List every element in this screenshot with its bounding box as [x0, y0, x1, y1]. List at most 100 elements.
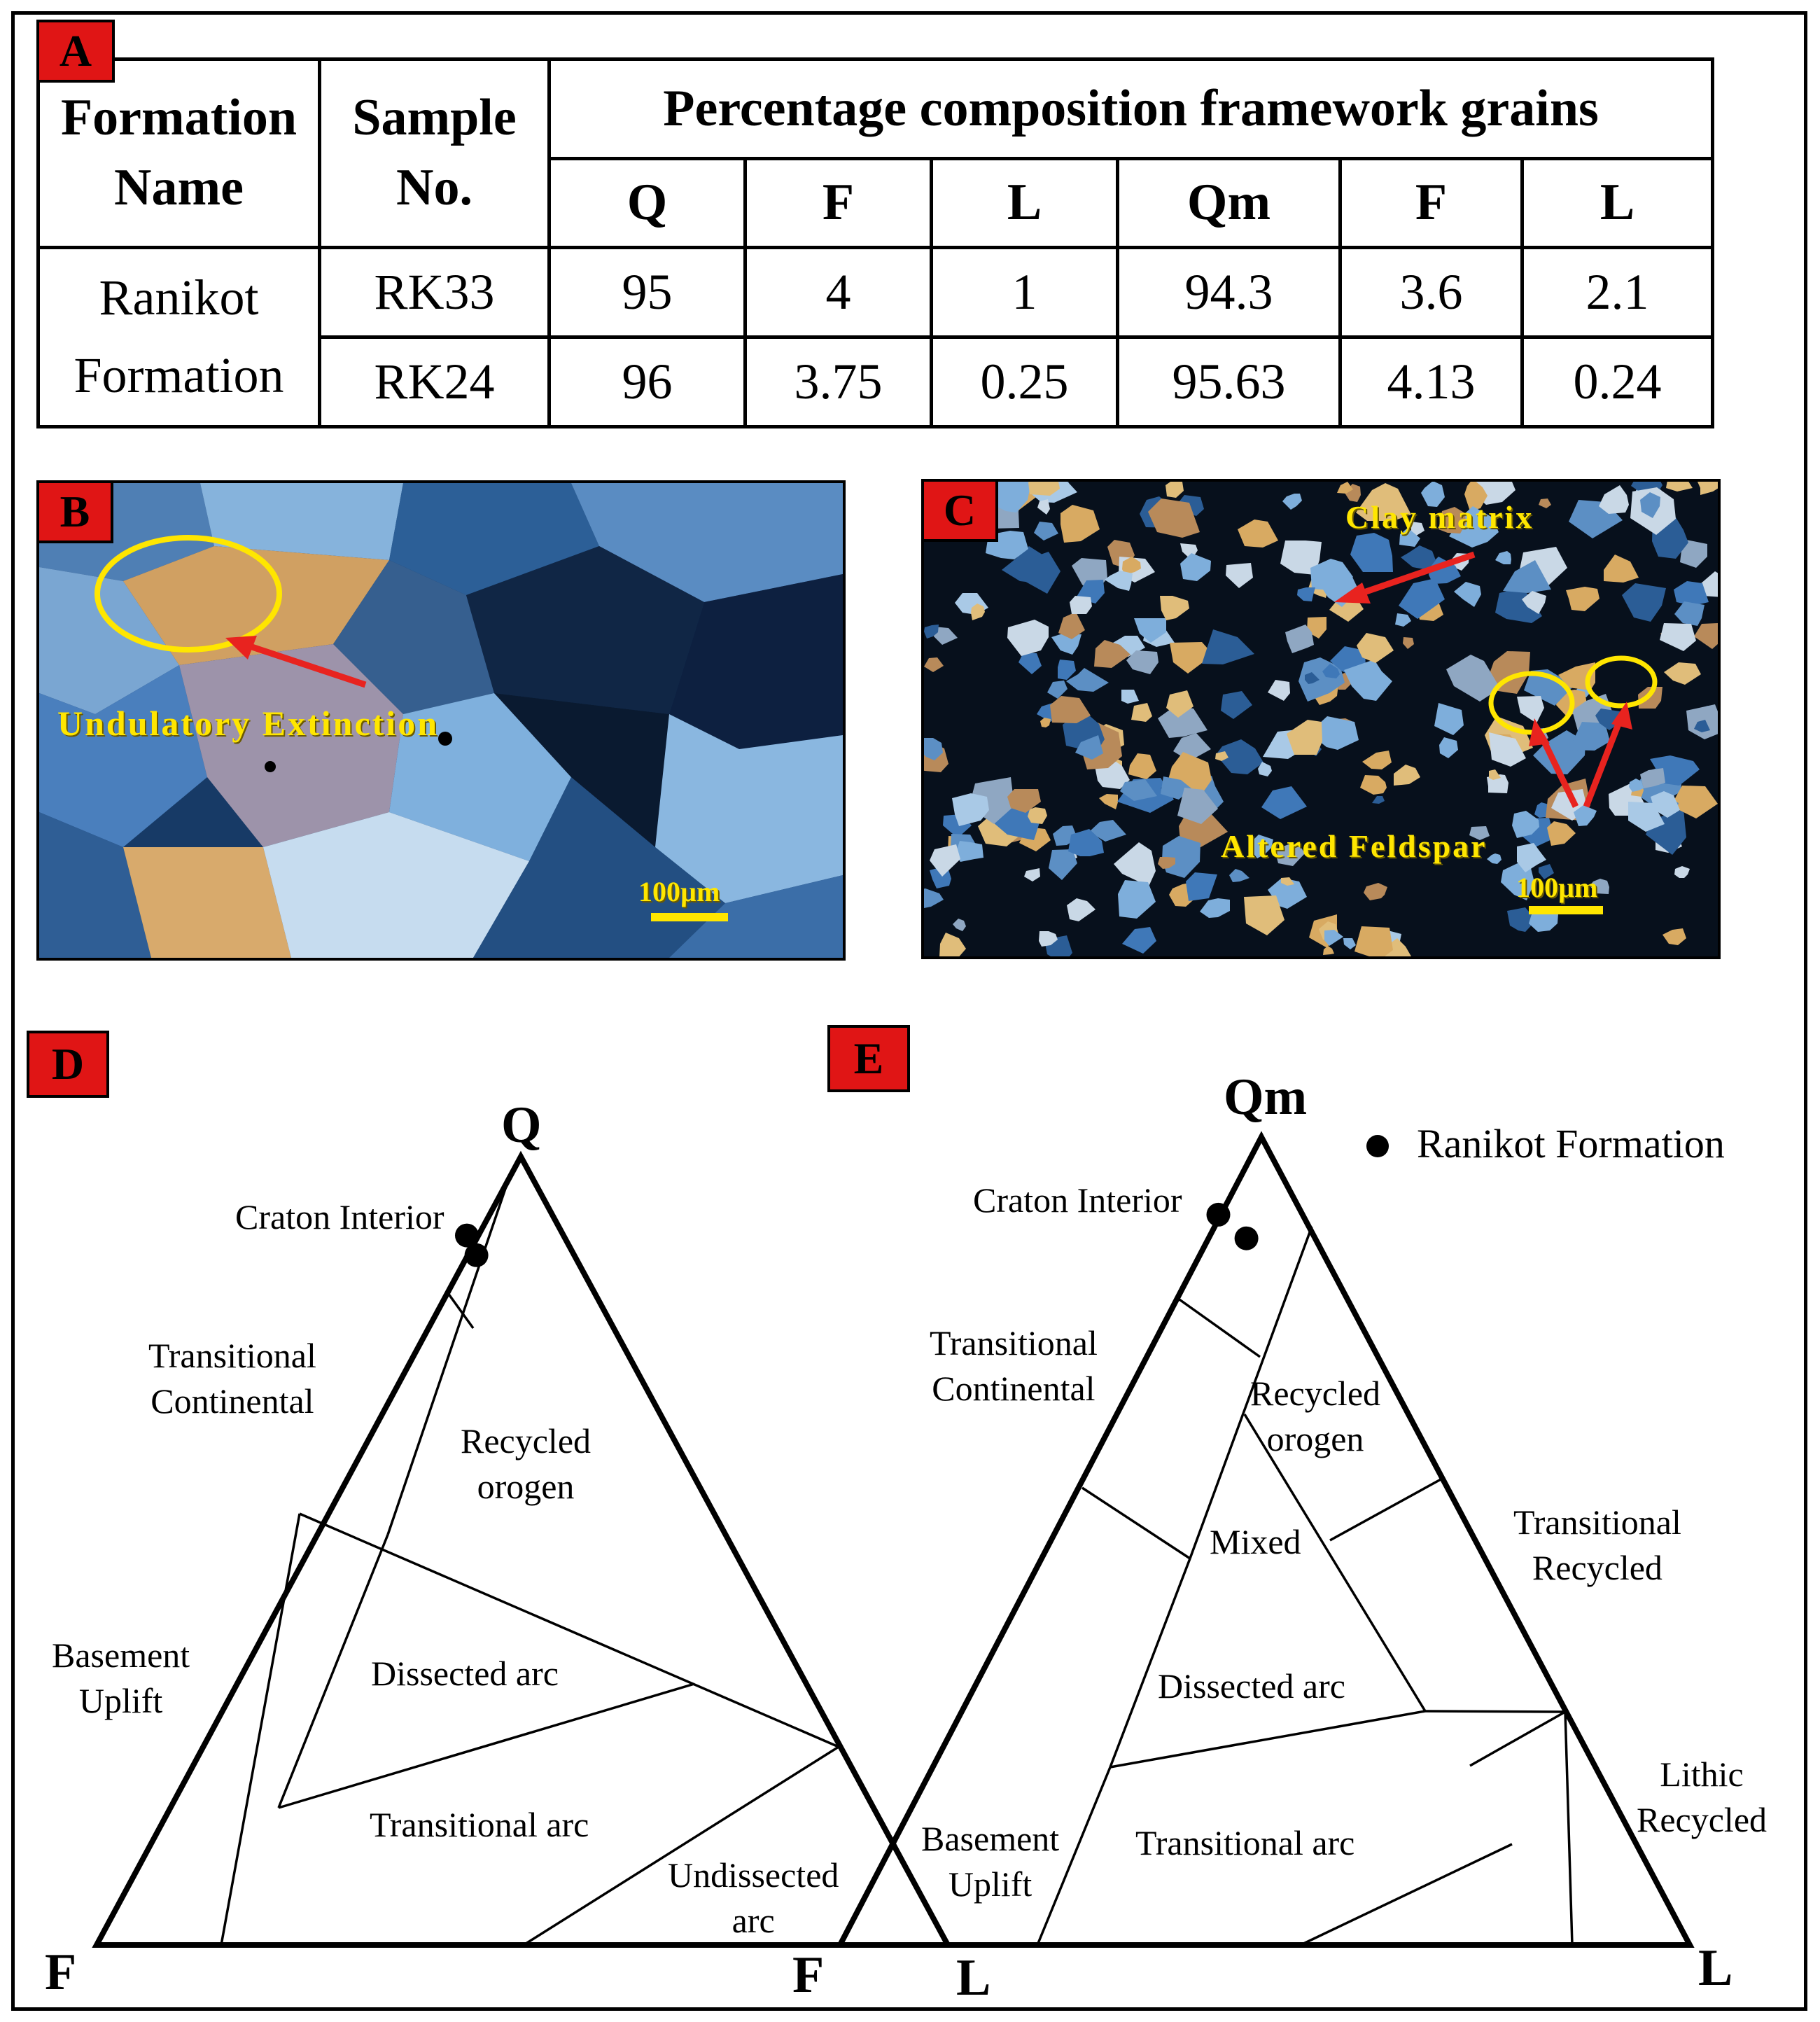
scale-bar: [651, 913, 728, 921]
photomicrograph-c: [921, 479, 1721, 959]
grain: [924, 888, 944, 908]
grain: [1007, 789, 1041, 813]
grain: [1357, 633, 1394, 663]
grain: [1037, 499, 1050, 515]
grain: [1674, 601, 1704, 626]
grain: [1403, 637, 1414, 649]
grain: [1216, 739, 1264, 774]
table-row: RK24 96 3.75 0.25 95.63 4.13 0.24: [38, 335, 1715, 429]
header-col-f: F: [743, 157, 933, 249]
grain: [1268, 680, 1290, 701]
sample-cell: RK24: [318, 335, 551, 429]
grain: [1075, 735, 1103, 760]
grain: [1177, 788, 1218, 824]
grain: [1438, 507, 1466, 534]
grain: [1489, 732, 1526, 767]
grain: [1489, 769, 1501, 780]
grain: [1399, 578, 1445, 619]
value-cell: 4: [743, 245, 933, 339]
grain: [1221, 691, 1252, 719]
apex-l-label-e: L: [1698, 1939, 1733, 1997]
grain: [1249, 835, 1273, 858]
grain: [1469, 826, 1490, 840]
value-cell: 3.75: [743, 335, 933, 429]
field-boundary: [1189, 1226, 1313, 1559]
grain: [1226, 563, 1253, 588]
grain: [1297, 587, 1315, 601]
sample-point: [455, 1223, 479, 1248]
legend-marker: [1366, 1135, 1389, 1157]
feldspar-arrowhead-2: [1611, 702, 1632, 730]
field-boundary: [1036, 1766, 1112, 1946]
grain: [1622, 583, 1666, 622]
grain: [1261, 786, 1307, 819]
value-cell: 4.13: [1338, 335, 1524, 429]
grain: [1495, 587, 1542, 623]
panel-label-b: B: [36, 480, 113, 543]
annotation-overlay-b: [94, 535, 728, 921]
grain: [1680, 539, 1707, 568]
field-boundary: [1243, 1414, 1427, 1712]
field-boundary: [1300, 1843, 1513, 1946]
altered-feldspar-label: Altered Feldspar: [1221, 828, 1488, 864]
grain: [1238, 520, 1278, 548]
grain: [1434, 703, 1464, 735]
field-boundary: [1082, 1486, 1191, 1560]
sample-point: [1206, 1202, 1231, 1227]
field-boundary: [1469, 1710, 1566, 1767]
field-craton-interior-e: Craton Interior: [973, 1180, 1182, 1220]
grain: [1323, 946, 1334, 955]
grain: [971, 604, 985, 620]
scale-label-b: 100µm: [638, 876, 720, 907]
grain: [1350, 533, 1393, 572]
apex-l-label: L: [956, 1949, 991, 2007]
panel-label-c: C: [921, 479, 998, 542]
grain: [1421, 482, 1445, 507]
grain: [1180, 553, 1211, 581]
grain: [1343, 938, 1356, 949]
grain: [1034, 522, 1058, 541]
grain: [1067, 898, 1096, 921]
grain: [1694, 720, 1710, 732]
feldspar-arrow-2: [1583, 716, 1625, 808]
grain: [1640, 768, 1665, 788]
grain: [1040, 718, 1051, 727]
grain: [1495, 551, 1511, 564]
field-dissected-arc-e: Dissected arc: [1158, 1666, 1345, 1706]
grain: [1158, 706, 1208, 738]
grain: [1411, 522, 1424, 537]
grain: [1674, 866, 1690, 878]
grain: [1599, 485, 1629, 514]
field-boundary: [523, 1745, 839, 1946]
grain: [1507, 907, 1534, 932]
value-cell: 95.63: [1116, 335, 1342, 429]
grain: [1122, 927, 1156, 954]
grain: [1070, 596, 1092, 614]
scale-bar: [1529, 906, 1603, 914]
grain: [1394, 765, 1420, 786]
value-cell: 3.6: [1338, 245, 1524, 339]
grain: [1305, 672, 1320, 684]
field-transitional-arc-e: Transitional arc: [1135, 1823, 1355, 1862]
grain: [1660, 623, 1696, 651]
grain: [1028, 807, 1047, 824]
undulatory-extinction-label: Undulatory Extinction: [57, 704, 440, 743]
grain: [1166, 482, 1184, 498]
grain: [1258, 762, 1272, 776]
grain: [1281, 877, 1294, 886]
grain: [1364, 883, 1387, 900]
legend: Ranikot Formation: [1417, 1120, 1725, 1167]
grain: [1089, 820, 1126, 842]
apex-q-label: Q: [501, 1096, 542, 1154]
header-percentage-group: Percentage composition framework grains: [547, 57, 1715, 161]
grain: [1202, 629, 1254, 664]
clay-arrow: [1350, 551, 1476, 600]
